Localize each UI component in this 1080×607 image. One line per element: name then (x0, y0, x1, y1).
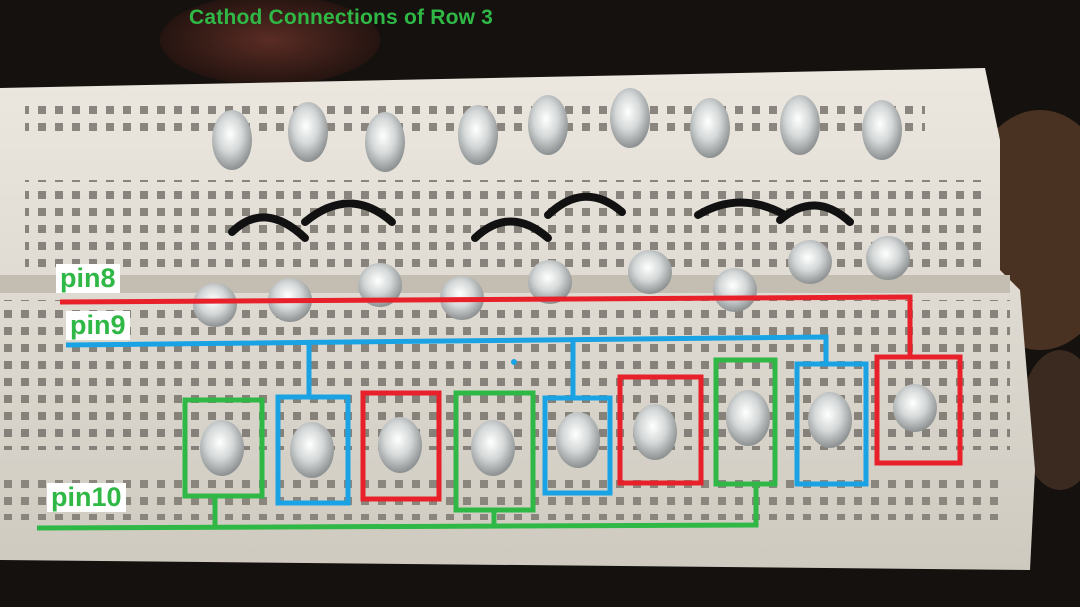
pin10-wiring (36, 357, 778, 531)
top-hole-grid (25, 180, 985, 275)
black-jumper-wires (228, 192, 854, 242)
center-channel (0, 275, 1010, 293)
pin9-label: pin9 (66, 311, 130, 340)
pin8-wiring (59, 294, 963, 502)
fabric-tassel (160, 0, 380, 85)
image-title: Cathod Connections of Row 3 (189, 6, 494, 29)
top-led-row (212, 88, 902, 172)
pin8-label: pin8 (56, 264, 120, 293)
row3-led-bulbs (200, 384, 937, 478)
bottom-power-rail (0, 480, 1000, 520)
fabric-patch-right-lower (1020, 350, 1080, 490)
pin10-label: pin10 (47, 483, 126, 512)
pin9-wiring (65, 334, 869, 506)
